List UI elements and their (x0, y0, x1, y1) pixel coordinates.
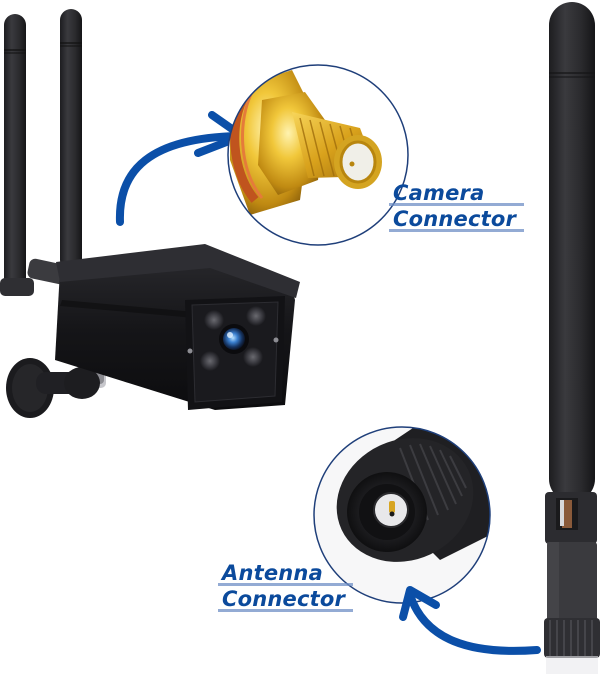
rubber-duck-antenna (544, 2, 600, 674)
antenna-connector-label-line1: Antenna (217, 561, 354, 587)
camera-connector-label: Camera Connector (388, 181, 525, 233)
security-camera (6, 244, 300, 418)
camera-connector-label-line2: Connector (388, 207, 525, 232)
antenna-connector-closeup (313, 426, 491, 604)
arrow-to-camera-connector-icon (115, 111, 246, 226)
camera-antenna-left (4, 14, 26, 289)
antenna-connector-label-line2: Connector (217, 587, 354, 612)
camera-connector-label-line1: Camera (388, 181, 525, 207)
camera-antenna-right (60, 9, 82, 271)
camera-connector-closeup (227, 64, 409, 246)
antenna-connector-label: Antenna Connector (217, 561, 354, 613)
arrow-to-antenna-connector-icon (399, 586, 541, 655)
